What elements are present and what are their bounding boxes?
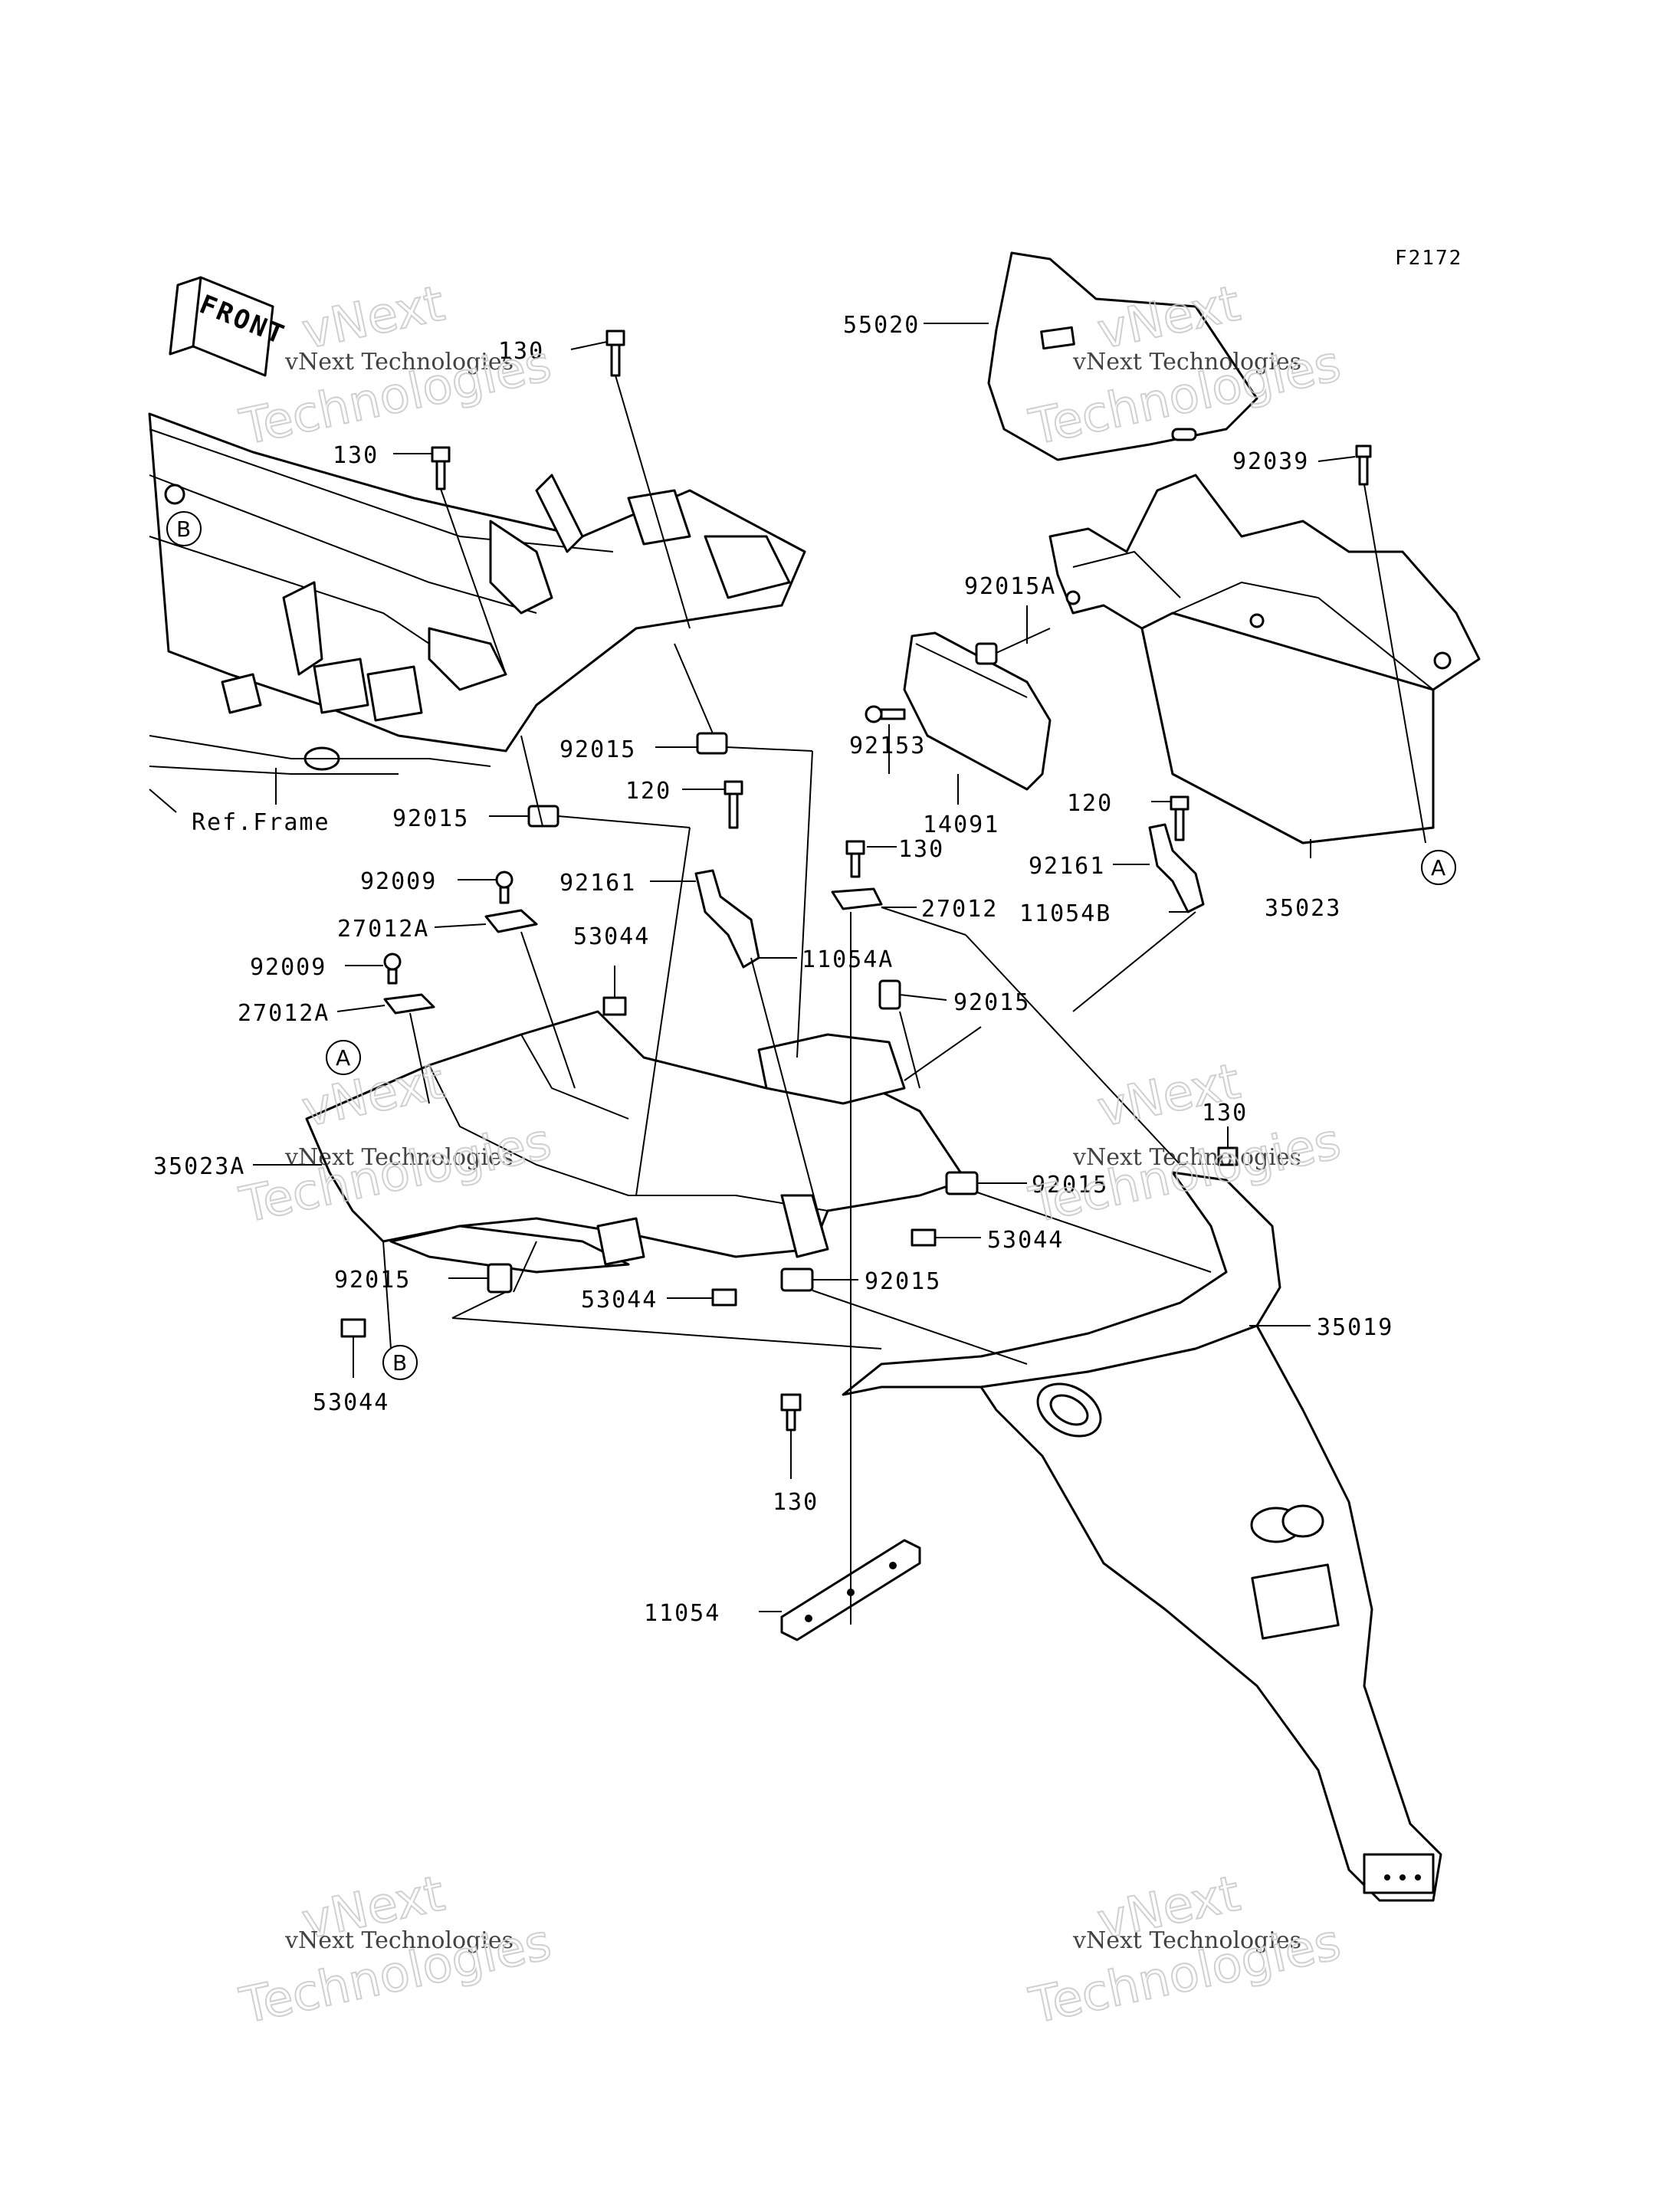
bolt-130-top [605,330,625,377]
label-92015-f: 92015 [334,1267,411,1294]
label-120-right: 120 [1067,790,1113,817]
label-92153: 92153 [849,733,926,759]
front-arrow-icon: FRONT [169,276,290,377]
watermark-top-left: vNext vNext Technologies Technologies [235,274,557,457]
nut-53044-d [340,1318,366,1338]
label-120-mid: 120 [625,778,671,805]
label-35023A: 35023A [153,1153,245,1180]
collar-92015A [975,642,998,665]
nut-92015-a [696,732,728,755]
rear-fender-35019-drawing [842,1171,1442,1902]
nut-92015-d [945,1171,979,1195]
bolt-120-right [1170,795,1189,841]
label-53044-c: 53044 [581,1287,658,1313]
label-92009-a: 92009 [360,868,437,895]
label-92015-e: 92015 [865,1268,941,1295]
bolt-130-second [431,446,451,490]
callout-B-upper: B [166,511,202,546]
svg-text:B: B [392,1350,407,1376]
label-11054B: 11054B [1019,900,1111,927]
label-92009-b: 92009 [250,954,326,981]
label-130-mid: 130 [898,836,944,863]
label-35019: 35019 [1317,1314,1393,1341]
nut-92015-c [878,979,901,1010]
label-92015-b: 92015 [392,805,469,832]
callout-A-left: A [326,1040,361,1075]
tray-box-35023-drawing [1048,474,1481,844]
svg-text:vNext Technologies: vNext Technologies [284,349,514,375]
label-92015A: 92015A [964,573,1056,600]
bracket-92161-right [1148,823,1205,913]
label-92039: 92039 [1232,448,1309,475]
screw-92009-a [495,871,514,904]
label-27012A-a: 27012A [337,916,429,943]
svg-text:Technologies: Technologies [1025,1113,1346,1235]
svg-text:vNext: vNext [297,275,449,360]
label-11054A: 11054A [802,946,894,973]
bracket-92161-mid [694,869,760,969]
label-92015-a: 92015 [559,736,636,763]
leader-lines [253,323,1426,1625]
nut-92015-e [780,1267,814,1292]
rear-frame-drawing [148,412,806,813]
label-92161-mid: 92161 [559,870,636,897]
label-35023: 35023 [1265,895,1341,922]
nut-92015-b [527,805,559,828]
callout-B-lower: B [382,1345,418,1380]
label-14091: 14091 [923,812,999,838]
label-92015-c: 92015 [953,989,1030,1016]
watermark-bottom-right: vNext vNext Technologies Technologies [1024,1864,1347,2035]
label-92015-d: 92015 [1032,1172,1108,1199]
seat-tray-drawing [987,251,1258,461]
bracket-27012A-b [383,993,435,1015]
bracket-27012 [831,887,883,910]
screw-92153 [865,705,906,723]
bolt-130-mid [845,840,865,878]
callout-A-right: A [1421,850,1456,885]
screw-92009-b [383,953,402,985]
nut-53044-b [911,1228,937,1247]
ref-frame-label: Ref.Frame [192,809,330,836]
label-53044-d: 53044 [313,1389,389,1416]
watermark-mid-right: vNext vNext Technologies Technologies [1024,1052,1347,1235]
under-tray-35023A-drawing [305,1010,967,1274]
nut-92015-f [487,1263,513,1294]
label-53044-b: 53044 [987,1227,1064,1254]
svg-text:vNext Technologies: vNext Technologies [1072,1927,1301,1954]
bolt-130-bottom [780,1393,802,1431]
cover-14091-drawing [903,631,1052,791]
label-130-top: 130 [498,338,544,365]
bracket-27012A-a [484,909,538,933]
label-130-second: 130 [333,442,379,469]
label-130-bottom: 130 [773,1489,819,1516]
rivet-92039 [1355,444,1372,486]
label-27012: 27012 [921,896,998,923]
label-55020: 55020 [843,312,920,339]
svg-text:vNext Technologies: vNext Technologies [284,1144,514,1171]
label-11054: 11054 [644,1600,720,1627]
svg-text:B: B [176,516,191,542]
nut-53044-a [602,996,627,1016]
label-27012A-b: 27012A [238,1000,330,1027]
label-130-right: 130 [1202,1100,1248,1126]
bolt-120-mid [724,780,743,829]
svg-text:vNext Technologies: vNext Technologies [1072,1144,1301,1171]
svg-text:vNext Technologies: vNext Technologies [284,1927,514,1954]
svg-text:vNext Technologies: vNext Technologies [1072,349,1301,375]
watermark-bottom-left: vNext vNext Technologies Technologies [235,1864,557,2035]
nut-53044-c [711,1288,737,1307]
label-53044-a: 53044 [573,923,650,950]
svg-text:A: A [336,1045,350,1071]
label-92161-right: 92161 [1029,853,1105,880]
svg-text:A: A [1431,855,1445,880]
figure-code: F2172 [1395,247,1462,270]
